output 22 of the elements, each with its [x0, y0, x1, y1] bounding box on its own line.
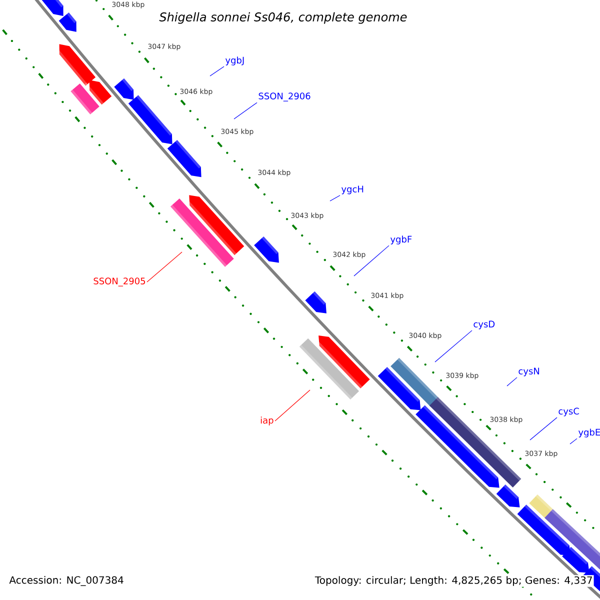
leader-line	[210, 66, 224, 76]
leader-line	[506, 377, 518, 386]
gene-label: cysN	[518, 368, 540, 376]
leader-line	[274, 390, 310, 422]
leader-line	[330, 195, 340, 202]
title: Shigella sonnei Ss046, complete genome	[159, 12, 407, 24]
leader-line	[530, 417, 558, 440]
gene-label: cysC	[558, 408, 579, 416]
gene-label: iap	[260, 416, 274, 426]
leader-line	[434, 330, 472, 362]
gene-label: SSON_2906	[258, 92, 310, 102]
footer-text: Accession: NC_007384	[8, 575, 125, 587]
gene-label: ygbF	[390, 236, 412, 244]
leader-line	[354, 245, 390, 276]
leader-line	[146, 252, 182, 282]
gene-label: ygcH	[341, 186, 364, 194]
leader-line	[570, 438, 578, 444]
gene-label: cysD	[474, 320, 495, 330]
gene-label: SSON_2905	[94, 278, 145, 286]
gene-label: ygbJ	[225, 56, 244, 66]
gene-label: ygbE	[578, 428, 600, 438]
leader-line	[234, 102, 258, 120]
